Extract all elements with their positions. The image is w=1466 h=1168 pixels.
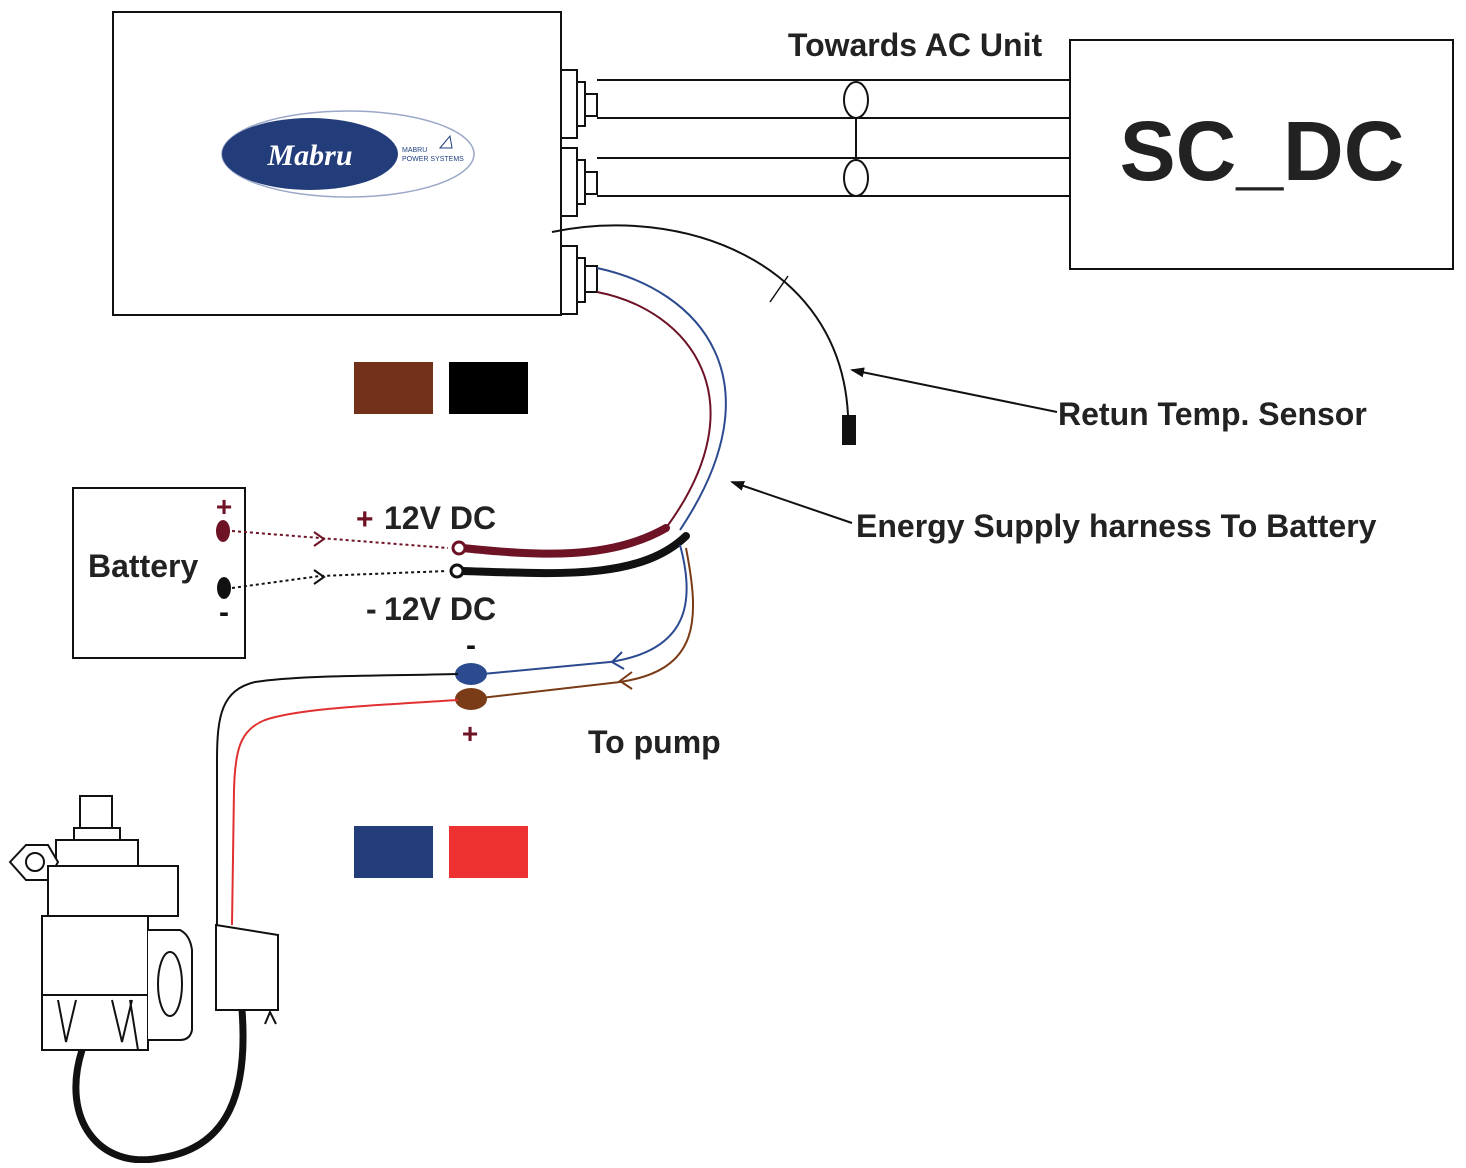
swatch-brown: [354, 362, 433, 414]
minus-12v-sign: -: [366, 591, 377, 627]
ac-cables: [597, 79, 1070, 197]
pump-black-wire: [216, 673, 459, 925]
sensor-probe: [842, 415, 856, 445]
towards-ac-label: Towards AC Unit: [788, 27, 1043, 63]
battery-minus-sign: -: [219, 596, 229, 629]
swatch-red: [449, 826, 528, 878]
negative-terminal: [449, 563, 465, 579]
energy-harness: [449, 267, 853, 579]
battery-label: Battery: [88, 548, 198, 584]
battery-positive-post: [216, 520, 230, 542]
pump-hose: [72, 1009, 247, 1164]
pump-brown-wire: [471, 547, 694, 700]
pump-drawing: [8, 795, 279, 1164]
mabru-logo: Mabru MABRU POWER SYSTEMS: [221, 110, 475, 198]
pump-minus-sign: -: [466, 629, 476, 662]
swatch-black: [449, 362, 528, 414]
to-pump-label: To pump: [588, 724, 721, 760]
plus-12v-label: 12V DC: [384, 500, 496, 536]
controller-box: Mabru MABRU POWER SYSTEMS: [112, 11, 598, 316]
return-temp-sensor: Retun Temp. Sensor: [551, 224, 1367, 445]
positive-terminal: [451, 540, 467, 556]
logo-boat-icon: [438, 134, 453, 149]
logo-tagline-2: POWER SYSTEMS: [402, 156, 464, 163]
positive-lead: [458, 524, 670, 558]
energy-harness-label: Energy Supply harness To Battery: [856, 508, 1377, 544]
battery-plus-sign: +: [216, 491, 232, 522]
pump-leads: [216, 544, 694, 926]
sensor-callout-arrow: [850, 367, 1058, 413]
negative-link-arrow: [313, 569, 326, 585]
pump-positive-node: [455, 688, 487, 710]
brown-wire-arrow: [618, 671, 633, 690]
sc-dc-label: SC_DC: [1120, 104, 1405, 198]
minus-12v-label: 12V DC: [384, 591, 496, 627]
swatches-bottom: [354, 826, 528, 878]
positive-link-arrow: [313, 531, 326, 547]
swatches-top: [354, 362, 528, 414]
connector-ac-2: [560, 147, 598, 217]
battery-negative-post: [217, 577, 231, 599]
logo-brand-text: Mabru: [266, 139, 352, 172]
swatch-blue: [354, 826, 433, 878]
pump-blue-wire: [471, 544, 688, 676]
blue-wire-arrow: [610, 651, 625, 670]
return-sensor-label: Retun Temp. Sensor: [1058, 396, 1367, 432]
connector-ac-1: [560, 69, 598, 139]
battery-negative-link: [231, 570, 448, 589]
negative-lead: [458, 532, 690, 578]
pump-negative-node: [455, 663, 487, 685]
harness-blue-wire: [596, 267, 727, 531]
logo-tagline-1: MABRU: [402, 147, 427, 154]
connector-power: [560, 245, 598, 315]
pump-red-wire: [231, 699, 459, 926]
battery: Battery + -: [72, 487, 246, 659]
harness-maroon-wire: [596, 291, 712, 529]
plus-12v-sign: +: [356, 503, 374, 536]
harness-callout-arrow: [730, 481, 853, 524]
pump-plus-sign: +: [462, 718, 478, 749]
sc-dc-box: SC_DC: [1069, 39, 1454, 270]
